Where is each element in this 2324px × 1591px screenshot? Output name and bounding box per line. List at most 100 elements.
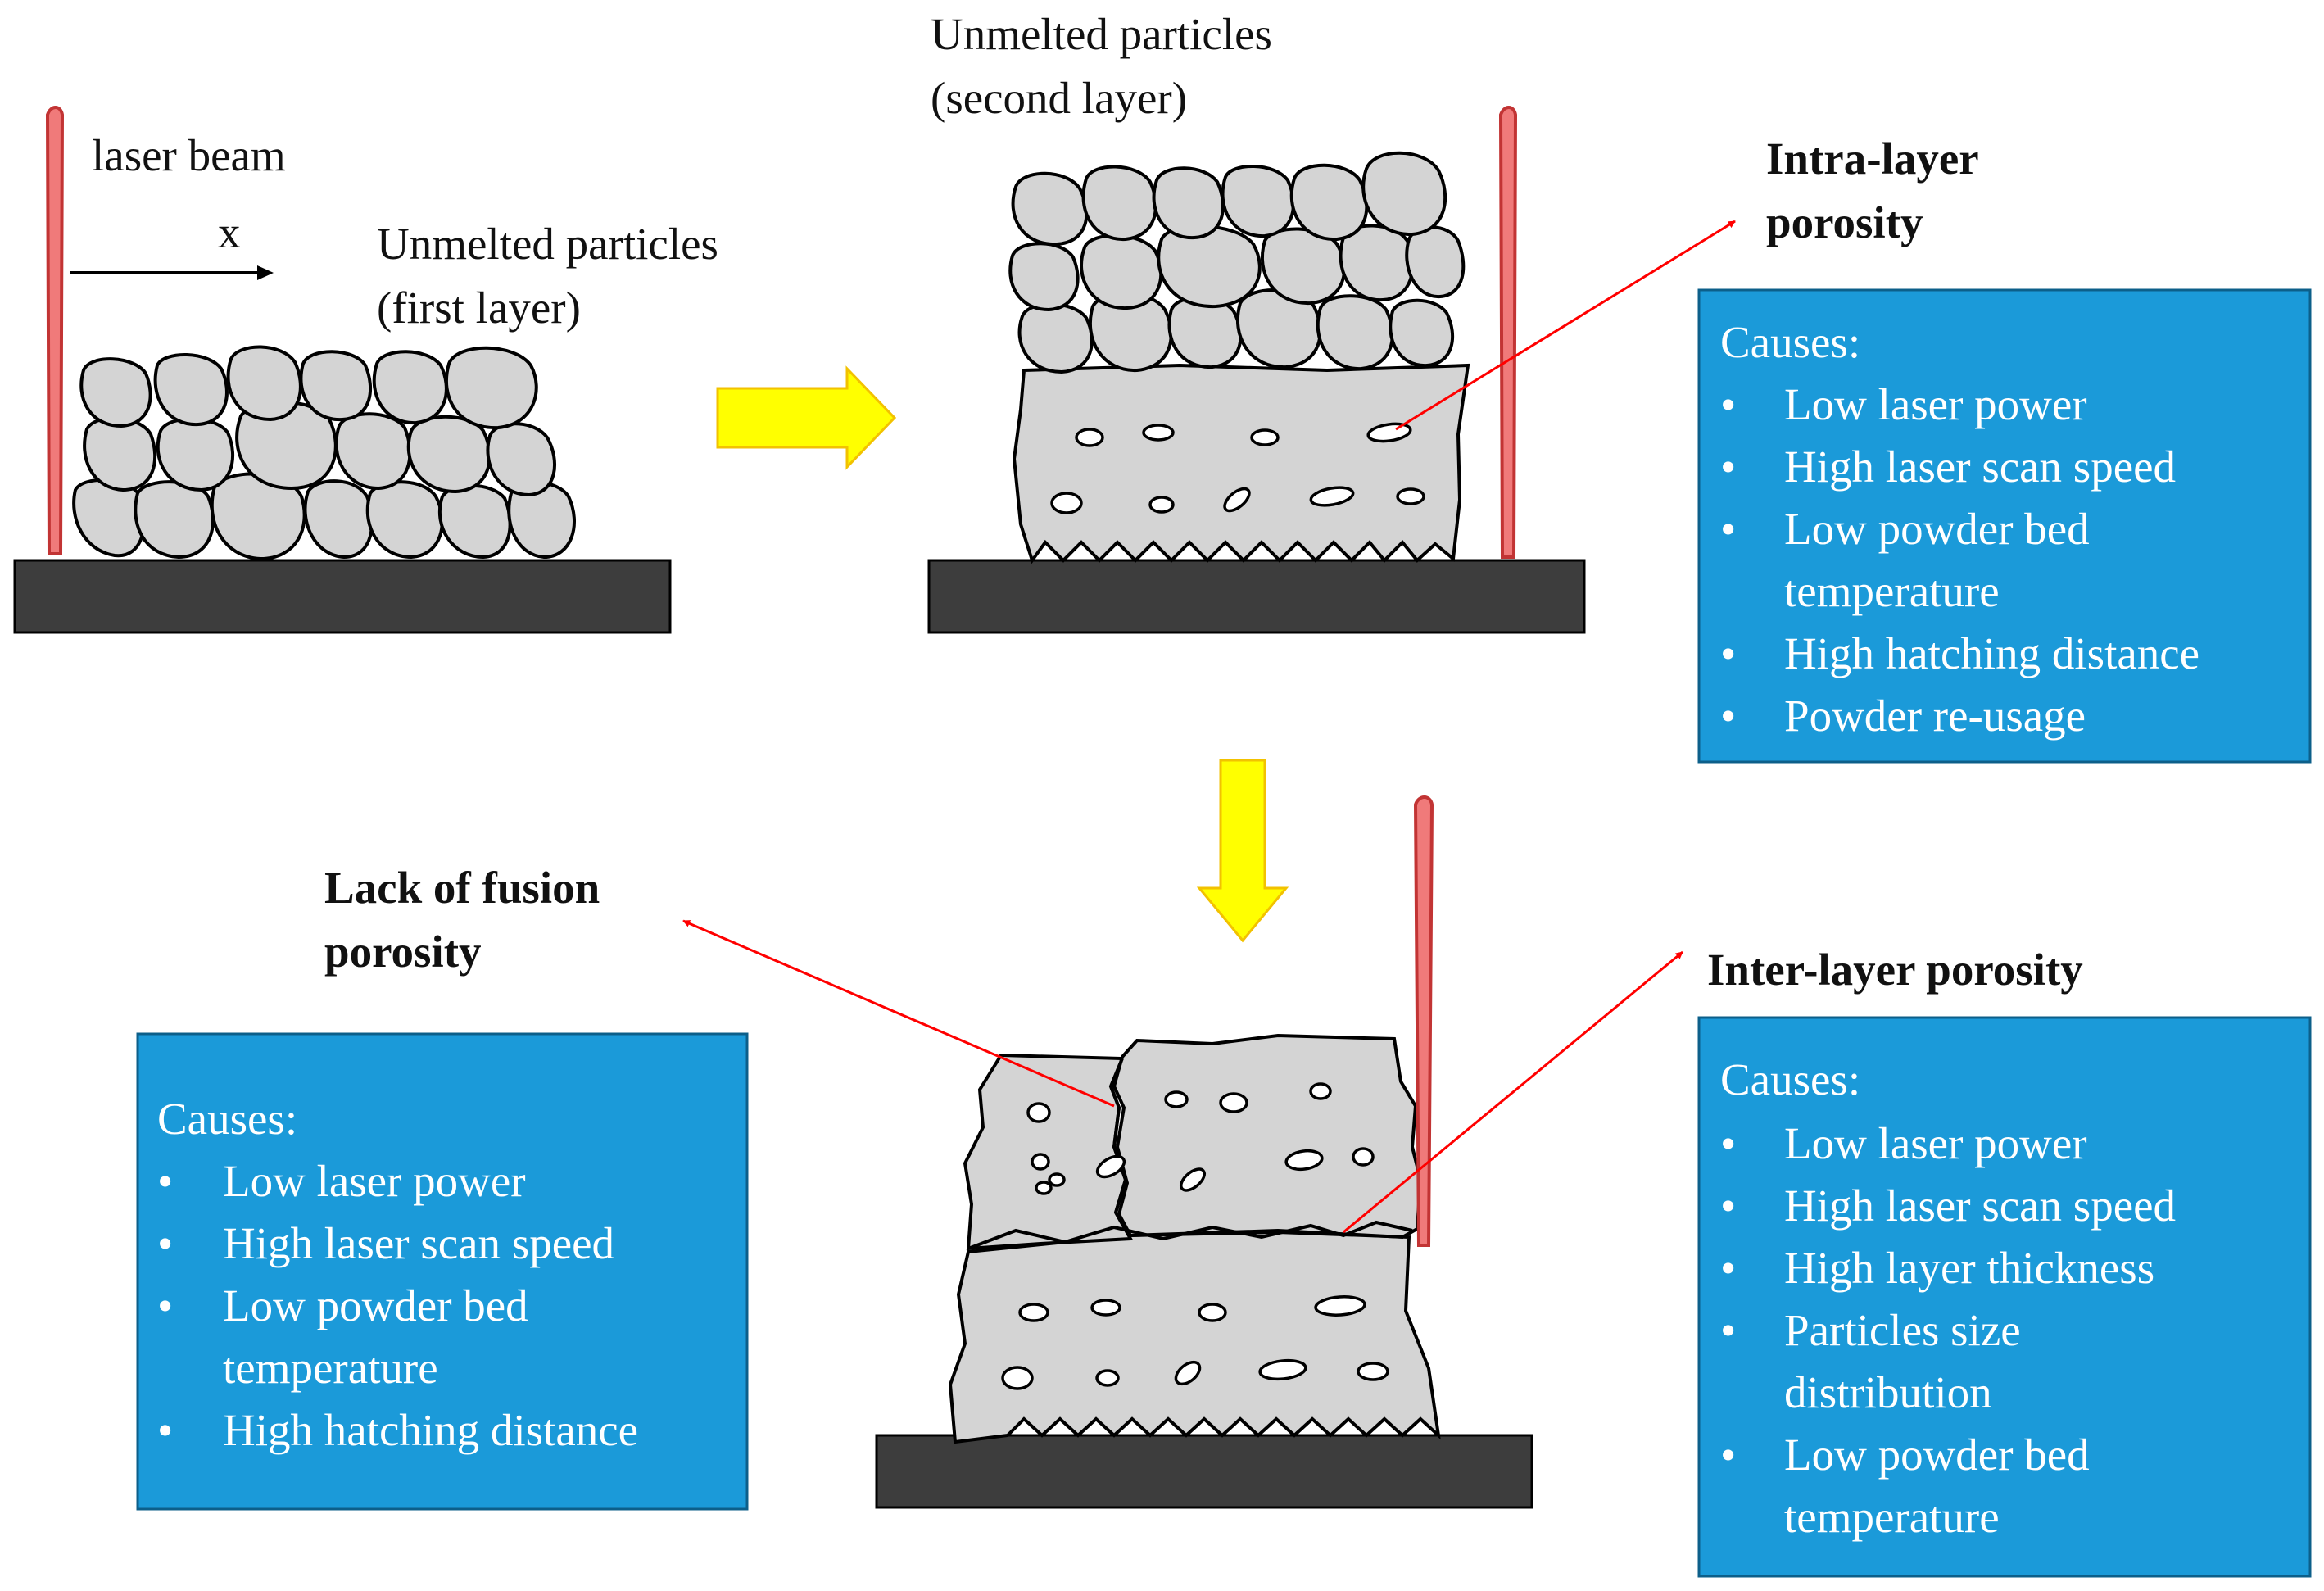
pore (1026, 1102, 1051, 1123)
bullet-icon: • (1720, 1243, 1736, 1293)
pore (1309, 1082, 1332, 1100)
pore (1396, 487, 1425, 505)
powder-particle (365, 480, 444, 560)
powder-particle (1389, 298, 1455, 368)
laser-beam-2 (1498, 106, 1518, 559)
pointer-inter-layer (1343, 950, 1683, 1234)
process-arrow-right (716, 365, 897, 470)
powder-particle (1167, 296, 1243, 369)
cause-item: Particles size (1784, 1305, 2021, 1355)
pore (1075, 428, 1104, 447)
pore (1284, 1149, 1324, 1172)
unmelted-second-label-2: (second layer) (931, 73, 1187, 123)
causes-heading: Causes: (157, 1094, 297, 1144)
intra-layer-title-2: porosity (1766, 197, 1923, 247)
cause-item: High layer thickness (1784, 1243, 2154, 1293)
cause-item: temperature (1784, 1492, 2000, 1542)
fused-layer-top-left (963, 1053, 1134, 1251)
powder-particle (1289, 163, 1369, 242)
powder-particle (156, 417, 235, 492)
bullet-icon: • (157, 1218, 173, 1268)
intra-layer-causes-box: Causes: •Low laser power•High laser scan… (1697, 288, 2312, 764)
powder-particle (372, 350, 448, 425)
pore (1164, 1090, 1189, 1108)
bullet-icon: • (157, 1156, 173, 1206)
pore (1258, 1358, 1307, 1381)
causes-box-background (136, 1032, 749, 1511)
cause-item: High laser scan speed (1784, 1181, 2176, 1231)
pointer-lack-of-fusion (682, 919, 1115, 1108)
pore (1050, 492, 1083, 514)
causes-heading: Causes: (1720, 1054, 1860, 1104)
lack-of-fusion-title-1: Lack of fusion (324, 863, 600, 913)
cause-item: Low laser power (1784, 379, 2087, 429)
pore (1095, 1154, 1126, 1179)
cause-item: temperature (223, 1343, 438, 1393)
pores-intra-layer (1050, 422, 1425, 514)
powder-particle (153, 352, 229, 427)
bullet-icon: • (157, 1281, 173, 1330)
powder-particle (486, 422, 557, 497)
unmelted-first-label-2: (first layer) (377, 283, 581, 333)
powder-particle (1080, 233, 1163, 310)
intra-layer-title-1: Intra-layer (1766, 134, 1979, 184)
powder-particle (406, 415, 492, 494)
pore (1352, 1147, 1375, 1167)
pore (1095, 1369, 1120, 1387)
powder-particle (1405, 225, 1466, 299)
powder-particle (1260, 227, 1346, 306)
fused-layer (1012, 363, 1470, 564)
causes-list: •Low laser power•High laser scan speed•L… (157, 1156, 638, 1455)
pore (1148, 496, 1175, 514)
powder-particle (1316, 294, 1394, 371)
powder-particle (72, 478, 146, 558)
pore (1198, 1303, 1227, 1322)
powder-particle (1339, 224, 1415, 302)
lack-of-fusion-causes-box: Causes: • Low laser power • High laser scan… (136, 1032, 749, 1511)
cause-item: High hatching distance (223, 1405, 638, 1455)
cause-item: Powder re-usage (1784, 691, 2086, 741)
fused-layer-bottom (948, 1230, 1441, 1444)
cause-item: Low laser power (223, 1156, 526, 1206)
pore (1001, 1366, 1034, 1390)
cause-item: High laser scan speed (223, 1218, 614, 1268)
powder-particle (134, 480, 215, 560)
causes-list: •Low laser power•High laser scan speed•H… (1720, 1118, 2176, 1542)
pore (1048, 1172, 1066, 1187)
inter-layer-causes-box: Causes: • Low laser power • High laser scan… (1697, 1016, 2312, 1578)
powder-particle (299, 350, 372, 422)
bullet-icon: • (157, 1405, 173, 1455)
powder-particle (226, 345, 302, 422)
causes-box-background (1697, 1016, 2312, 1578)
powder-bed-second-layer (1008, 151, 1466, 374)
powder-bed-first-layer (72, 345, 576, 561)
bullet-icon: • (1720, 1305, 1736, 1355)
cause-item: Low laser power (1784, 1118, 2087, 1168)
interlayer-gap (967, 1220, 1413, 1250)
bullet-icon: • (1720, 442, 1736, 492)
powder-particle (334, 412, 412, 491)
unmelted-second-label-1: Unmelted particles (931, 9, 1272, 59)
powder-particle (1361, 151, 1447, 237)
bullet-icon: • (1720, 691, 1736, 741)
causes-heading: Causes: (1720, 317, 1860, 367)
powder-particle (1157, 224, 1262, 309)
powder-particle (303, 479, 374, 560)
causes-box-background (1697, 288, 2312, 764)
powder-particle (437, 483, 512, 560)
pore (1180, 1167, 1206, 1192)
unmelted-first-label-1: Unmelted particles (377, 219, 718, 269)
pore (1142, 424, 1175, 442)
pore (1309, 486, 1355, 507)
panel-two-layers (682, 796, 1683, 1509)
pore (1174, 1360, 1202, 1386)
powder-particle (1221, 165, 1295, 238)
panel-second-layer: Unmelted particles (second layer) (927, 9, 1736, 634)
pore (1090, 1299, 1121, 1317)
powder-particle (444, 346, 538, 430)
lack-of-fusion-title-2: porosity (324, 927, 482, 977)
laser-beam-1 (45, 106, 65, 555)
pores-bottom-layer (1001, 1295, 1389, 1390)
process-arrow-down (1196, 759, 1289, 943)
